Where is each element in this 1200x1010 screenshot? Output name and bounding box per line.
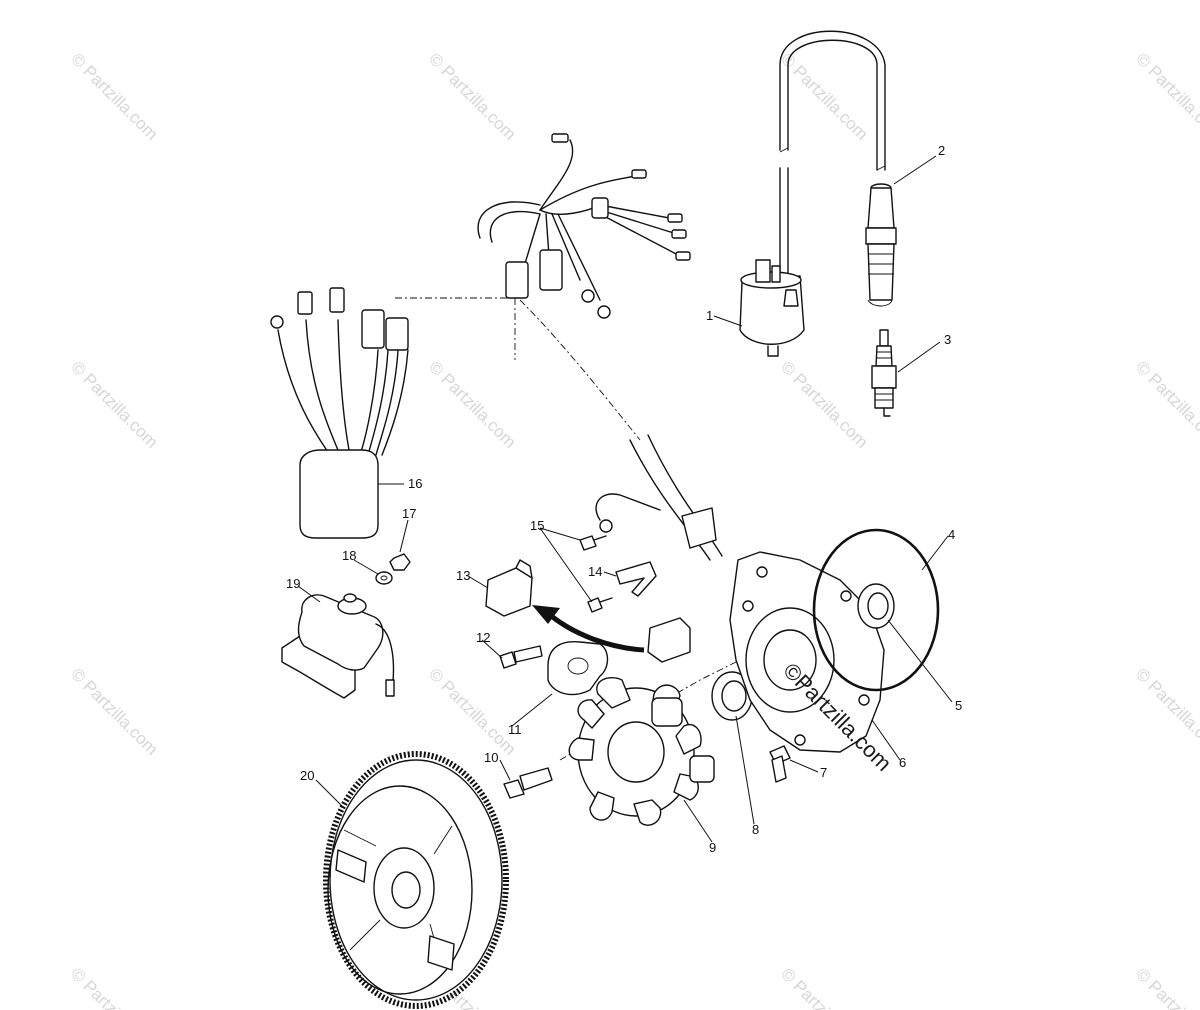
callout-6: 6	[899, 755, 906, 770]
watermark: © Partzilla.com	[67, 964, 161, 1010]
bolt-part-10	[503, 767, 553, 799]
watermark-layer: © Partzilla.com © Partzilla.com © Partzi…	[67, 49, 1200, 1010]
callout-12: 12	[476, 630, 490, 645]
watermark: © Partzilla.com	[425, 49, 519, 143]
watermark: © Partzilla.com	[67, 664, 161, 758]
callout-3: 3	[944, 332, 951, 347]
cdi-box-part-16	[270, 287, 409, 539]
watermark: © Partzilla.com	[67, 357, 161, 451]
callout-20: 20	[300, 768, 314, 783]
magneto-housing-part-6	[729, 551, 885, 753]
callout-9: 9	[709, 840, 716, 855]
stator-part-9	[568, 676, 715, 826]
callout-4: 4	[948, 527, 955, 542]
watermark: © Partzilla.com	[777, 357, 871, 451]
watermark: © Partzilla.com	[777, 964, 871, 1010]
callout-16: 16	[408, 476, 422, 491]
trigger-wire	[595, 434, 723, 561]
callout-13: 13	[456, 568, 470, 583]
callout-15: 15	[530, 518, 544, 533]
callout-19: 19	[286, 576, 300, 591]
callout-5: 5	[955, 698, 962, 713]
bracket-part-11	[547, 641, 609, 696]
spark-plug-cap-part-2	[865, 183, 897, 307]
pulser-coil-part-13	[485, 559, 691, 663]
nut-part-17	[389, 553, 411, 571]
bolt-part-7	[769, 745, 791, 783]
watermark: © Partzilla.com	[425, 664, 519, 758]
o-ring-part-4	[812, 528, 940, 692]
callout-7: 7	[820, 765, 827, 780]
spark-plug-part-3	[871, 329, 897, 417]
watermark: © Partzilla.com	[1132, 664, 1200, 758]
screw-part-12	[499, 645, 543, 669]
washer-part-18	[375, 571, 393, 585]
watermark: © Partzilla.com	[1132, 357, 1200, 451]
starter-solenoid-part-19	[281, 593, 395, 699]
callout-labels: 1 2 3 4 5 6 7 8 9 10 11 12 13 14 15 16 1…	[286, 143, 962, 855]
seal-part-5	[857, 583, 895, 629]
watermark: © Partzilla.com	[425, 357, 519, 451]
ignition-coil-part-1	[739, 167, 805, 357]
wiring-harness	[477, 133, 691, 319]
watermark: © Partzilla.com	[1132, 964, 1200, 1010]
watermark: © Partzilla.com	[67, 49, 161, 143]
callout-17: 17	[402, 506, 416, 521]
oil-seal-part-8	[711, 671, 753, 721]
callout-18: 18	[342, 548, 356, 563]
clamp-part-14	[615, 561, 657, 597]
callout-14: 14	[588, 564, 602, 579]
flywheel-part-20	[323, 751, 509, 1009]
high-tension-lead	[779, 30, 886, 171]
callout-2: 2	[938, 143, 945, 158]
watermark: © Partzilla.com	[1132, 49, 1200, 143]
direction-arrow	[532, 605, 645, 653]
leader-lines	[297, 155, 953, 843]
callout-1: 1	[706, 308, 713, 323]
callout-11: 11	[508, 722, 522, 737]
watermark: © Partzilla.com	[777, 49, 871, 143]
callout-8: 8	[752, 822, 759, 837]
callout-10: 10	[484, 750, 498, 765]
